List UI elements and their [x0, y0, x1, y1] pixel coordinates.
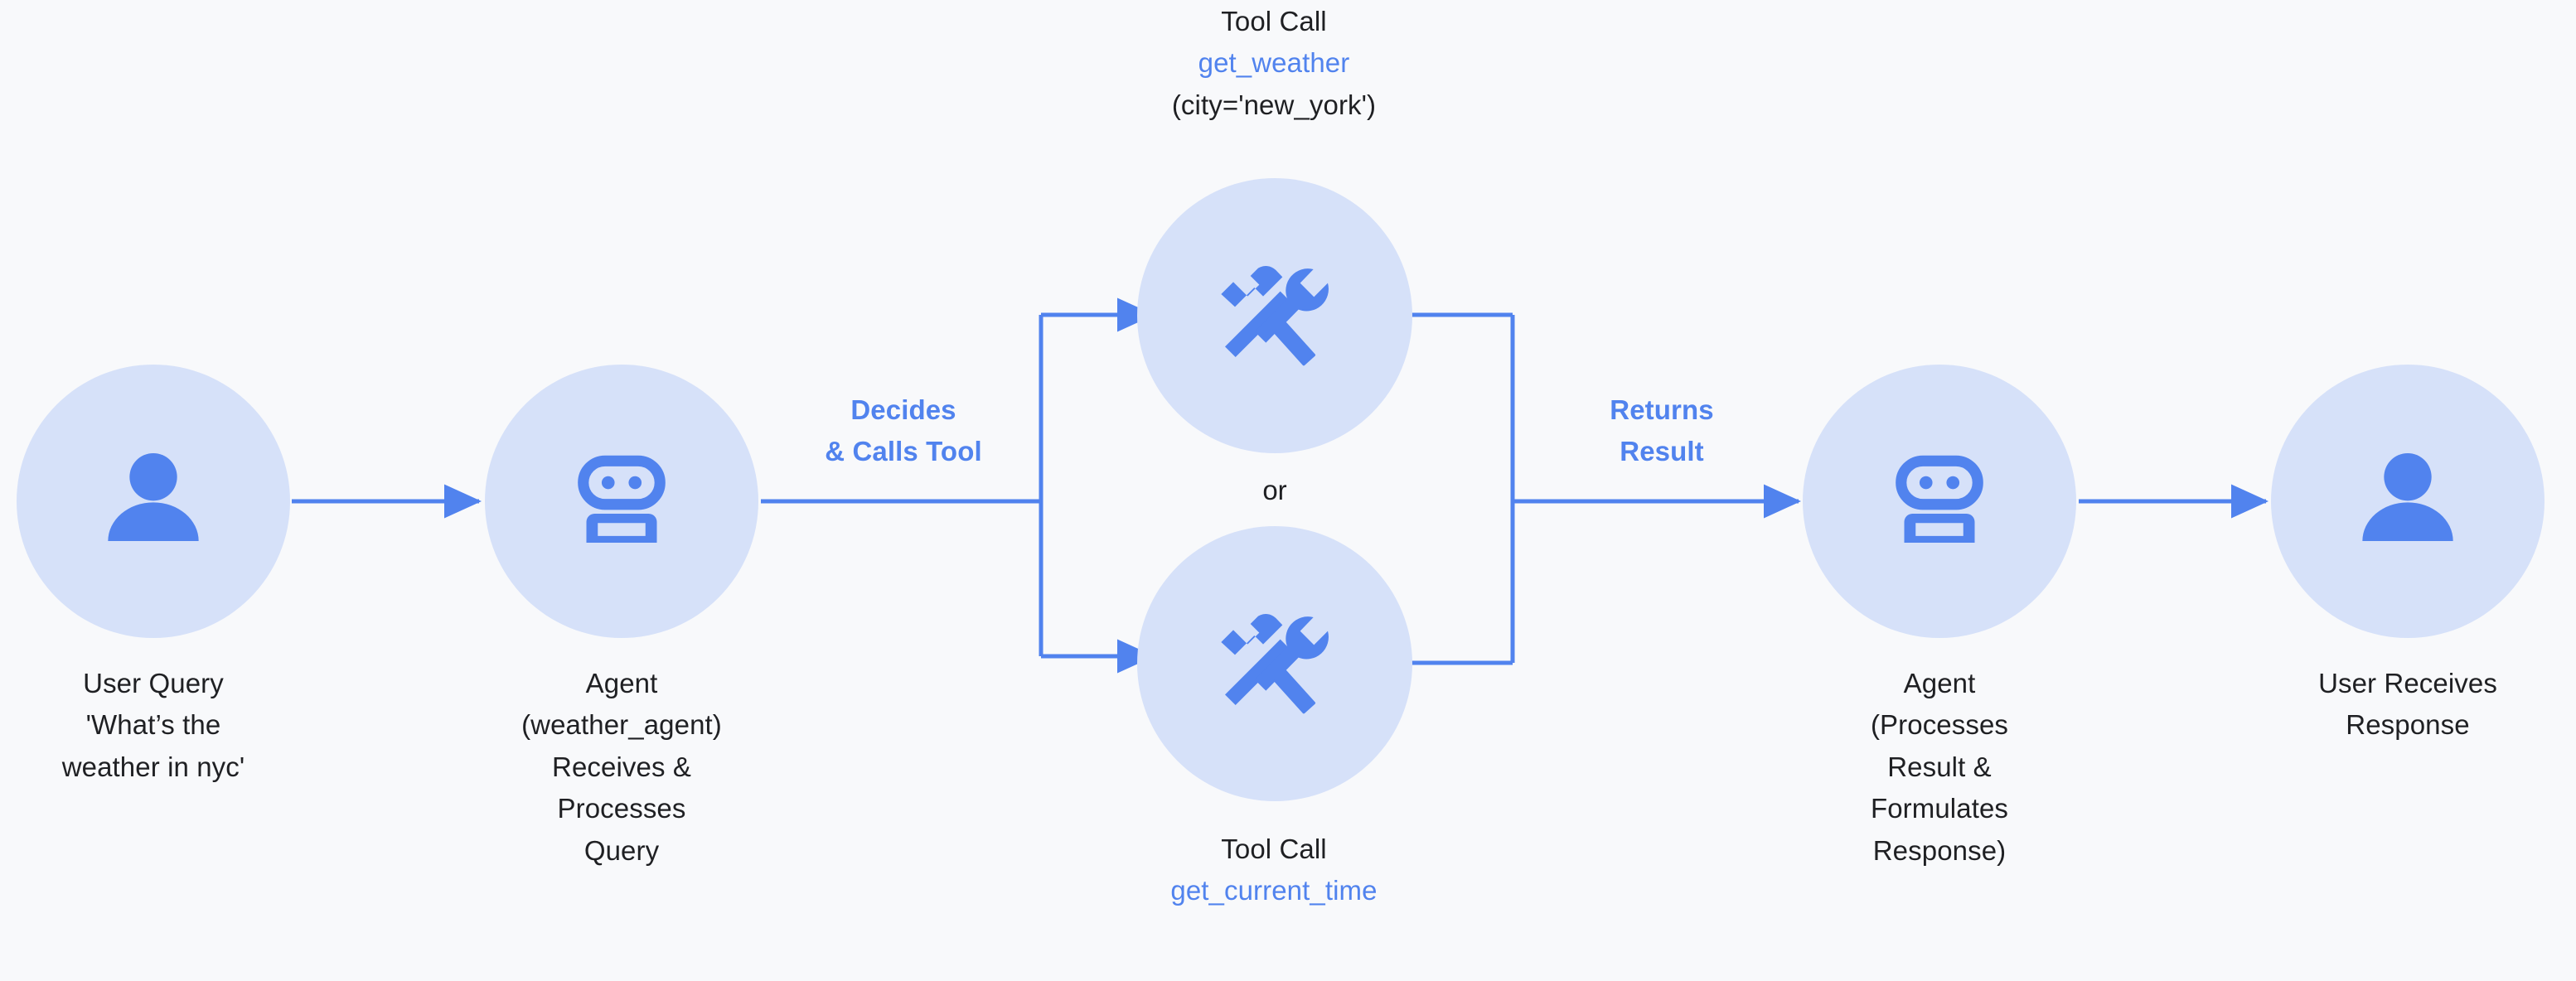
- tools-icon: [1221, 614, 1329, 714]
- tool-top-args: (city='new_york'): [1171, 89, 1377, 120]
- node-tool-bottom[interactable]: [1137, 526, 1412, 801]
- node-user-response[interactable]: [2271, 365, 2545, 638]
- caption-agent-respond: Agent (Processes Result & Formulates Res…: [1870, 668, 2009, 866]
- caption-agent-receive: Agent (weather_agent) Receives & Process…: [521, 668, 722, 866]
- robot-icon: [578, 455, 666, 543]
- node-user-query[interactable]: [17, 365, 290, 638]
- edge-label-decides: Decides & Calls Tool: [825, 394, 982, 467]
- tool-top-prefix: Tool Call: [1221, 6, 1327, 36]
- node-agent-respond[interactable]: [1803, 365, 2076, 638]
- branch-or-label: or: [1262, 475, 1287, 505]
- person-icon: [108, 453, 199, 541]
- edge-label-returns: Returns Result: [1610, 394, 1714, 467]
- caption-user-response: User Receives Response: [2318, 668, 2497, 741]
- node-tool-top[interactable]: [1137, 178, 1412, 453]
- robot-icon: [1896, 455, 1983, 543]
- label-tool-call-top: Tool Call get_weather (city='new_york'): [1083, 1, 1465, 126]
- tool-bottom-prefix: Tool Call: [1221, 834, 1327, 864]
- tool-top-function: get_weather: [1198, 47, 1350, 79]
- person-icon: [2362, 453, 2453, 541]
- tools-icon: [1221, 266, 1329, 366]
- tool-bottom-function: get_current_time: [1170, 875, 1378, 906]
- node-agent-receive[interactable]: [485, 365, 758, 638]
- caption-user-query: User Query 'What’s the weather in nyc': [61, 668, 245, 782]
- label-tool-call-bottom: Tool Call get_current_time: [1083, 829, 1465, 912]
